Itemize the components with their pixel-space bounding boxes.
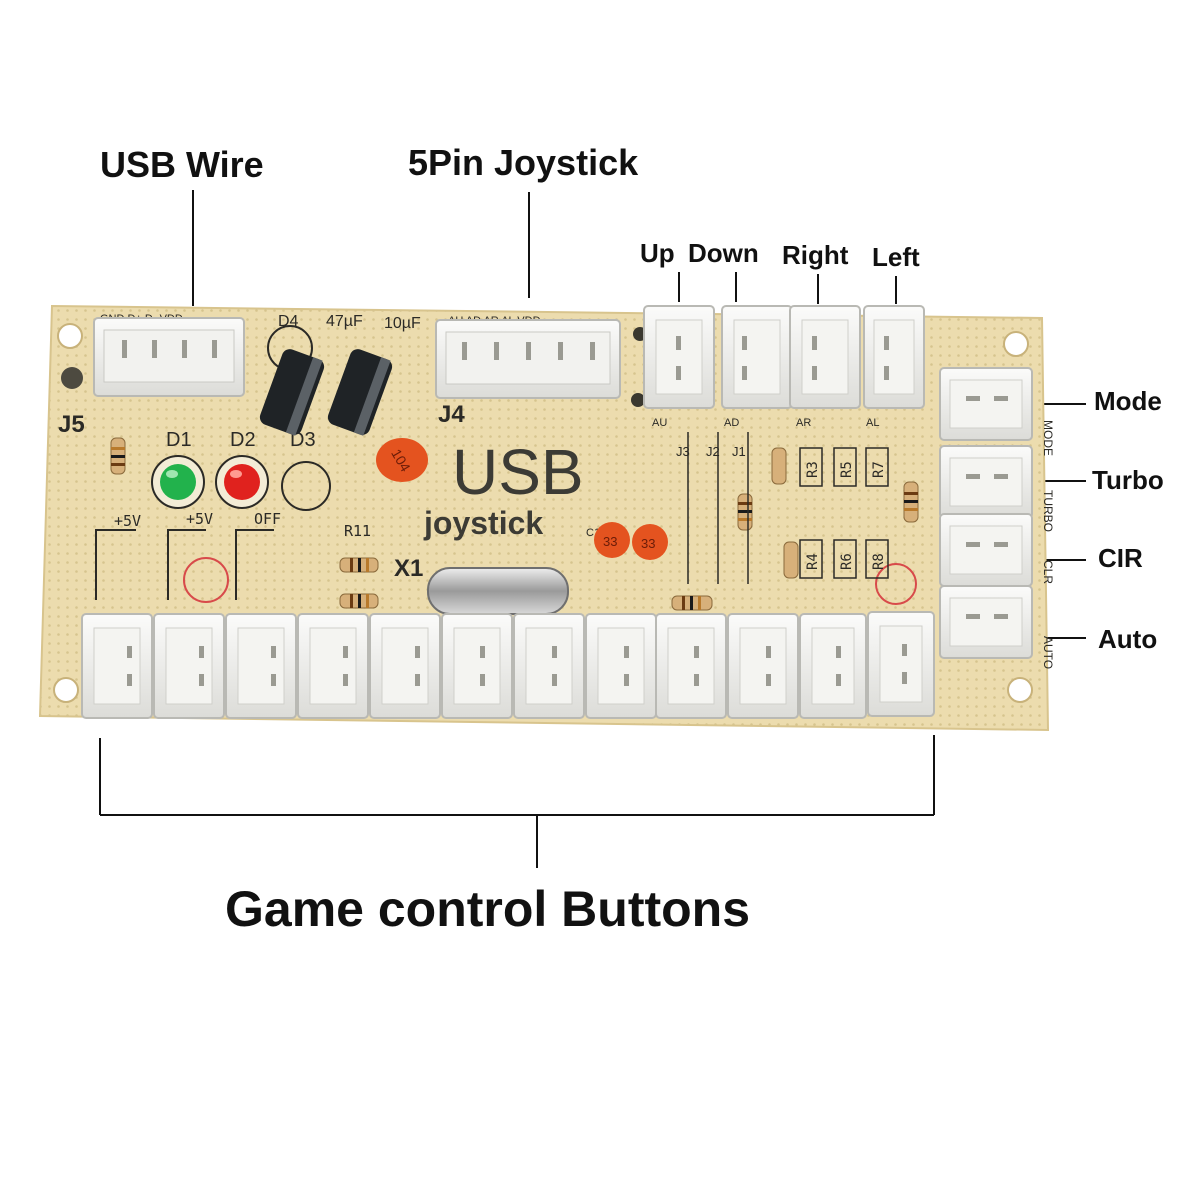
button-connector-2 [153, 613, 225, 719]
electrolytic-capacitor-47uf [259, 349, 325, 436]
right-label: Right [782, 240, 849, 270]
game-control-buttons-label: Game control Buttons [225, 881, 751, 937]
mode-label: Mode [1094, 386, 1162, 416]
plus5v-silk-a: +5V [114, 512, 141, 530]
joystick-silk-text: joystick [423, 505, 543, 541]
switch-outlines [95, 529, 917, 605]
button-connector-4 [297, 613, 369, 719]
j1-silk: J1 [732, 444, 746, 459]
plus5v-silk-b: +5V [186, 510, 213, 528]
button-connector-11 [799, 613, 867, 719]
cir-connector [939, 513, 1033, 587]
clr-silk: CLR [1041, 560, 1055, 584]
button-connector-10 [727, 613, 799, 719]
usb-silk-text: USB [452, 436, 584, 508]
down-label: Down [688, 238, 759, 268]
off-silk: OFF [254, 510, 281, 528]
button-connector-1 [81, 613, 153, 719]
jumper-marks [687, 432, 749, 584]
crystal-x1 [427, 567, 569, 615]
up-label: Up [640, 238, 675, 268]
button-connector-8 [585, 613, 657, 719]
cap47-silk: 47µF [326, 313, 363, 330]
j3-silk: J3 [676, 444, 690, 459]
svg-text:33: 33 [603, 534, 617, 549]
au-silk: AU [652, 417, 667, 429]
resistors [110, 437, 919, 611]
ad-silk: AD [724, 417, 739, 429]
auto-connector [939, 585, 1033, 659]
led-d2-red [215, 455, 269, 509]
callout-lines [99, 190, 1086, 868]
up-connector [643, 305, 715, 409]
usb-wire-label: USB Wire [100, 144, 264, 185]
joystick-5pin-label: 5Pin Joystick [408, 142, 639, 183]
ceramic-capacitor-33-b: 33 [632, 524, 668, 560]
button-connector-6 [441, 613, 513, 719]
r6-silk: R6 [839, 553, 855, 570]
button-connector-3 [225, 613, 297, 719]
r4-silk: R4 [805, 553, 821, 570]
button-connector-7 [513, 613, 585, 719]
led-d1-green [151, 455, 205, 509]
button-connector-12 [867, 611, 935, 717]
auto-label: Auto [1098, 624, 1158, 654]
r5-silk: R5 [839, 461, 855, 478]
cap10-silk: 10µF [384, 315, 421, 332]
svg-text:33: 33 [641, 536, 655, 551]
down-connector [721, 305, 793, 409]
r7-silk: R7 [871, 461, 887, 478]
al-silk: AL [866, 417, 879, 429]
turbo-silk: TURBO [1041, 490, 1055, 532]
game-button-connectors [81, 611, 935, 719]
ceramic-capacitor-104: 104 [376, 438, 428, 482]
right-connector [789, 305, 861, 409]
mode-silk: MODE [1041, 420, 1055, 456]
auto-silk: AUTO [1041, 636, 1055, 669]
button-connector-9 [655, 613, 727, 719]
cir-label: CIR [1098, 543, 1143, 573]
left-label: Left [872, 242, 920, 272]
d2-silk: D2 [230, 429, 256, 451]
mode-connector [939, 367, 1033, 441]
j4-silk: J4 [438, 401, 465, 428]
diode-d3-footprint [281, 461, 331, 511]
j5-silk: J5 [58, 411, 85, 438]
ar-silk: AR [796, 417, 811, 429]
turbo-label: Turbo [1092, 465, 1164, 495]
turbo-connector [939, 445, 1033, 519]
d1-silk: D1 [166, 429, 192, 451]
x1-silk: X1 [394, 555, 423, 582]
r3-silk: R3 [805, 461, 821, 478]
function-connectors [939, 367, 1033, 659]
r11-silk: R11 [344, 522, 371, 540]
resistor-array-silk [799, 447, 889, 579]
button-connector-5 [369, 613, 441, 719]
r8-silk: R8 [871, 553, 887, 570]
electrolytic-capacitor-10uf [327, 349, 393, 436]
direction-connectors [643, 305, 925, 409]
joystick-connector-j4 [435, 319, 621, 399]
usb-connector-j5 [93, 317, 245, 397]
left-connector [863, 305, 925, 409]
ceramic-capacitor-33-a: 33 [594, 522, 630, 558]
j2-silk: J2 [706, 444, 720, 459]
